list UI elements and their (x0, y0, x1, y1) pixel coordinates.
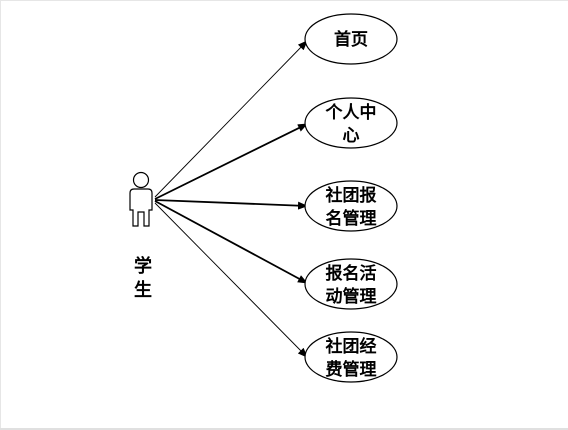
use-case-personal-center[interactable]: 个人中 心 (304, 97, 398, 149)
use-case-club-funds-ellipse (304, 331, 398, 383)
association-arrow-club-funds (154, 202, 308, 358)
use-case-homepage-label: 首页 (334, 29, 368, 50)
association-arrow-activity-registration (154, 200, 308, 284)
use-case-club-funds-label-line1: 社团经 (325, 336, 377, 357)
use-case-activity-registration[interactable]: 报名活 动管理 (304, 258, 398, 310)
association-arrow-personal-center (154, 123, 308, 200)
use-case-club-registration[interactable]: 社团报 名管理 (304, 180, 398, 232)
actor-label-line2: 生 (134, 279, 152, 301)
use-case-personal-center-ellipse (304, 97, 398, 149)
use-case-activity-registration-label-line1: 报名活 (326, 263, 377, 284)
actor-head (132, 171, 150, 189)
use-case-activity-registration-ellipse (304, 258, 398, 310)
use-case-club-funds-label-line2: 费管理 (326, 359, 377, 380)
use-case-personal-center-label-line2: 心 (343, 126, 360, 146)
actor-body (129, 188, 153, 227)
use-case-club-funds[interactable]: 社团经 费管理 (304, 331, 398, 383)
use-case-personal-center-label-line1: 个人中 (325, 102, 377, 123)
use-case-club-registration-label-line2: 名管理 (326, 208, 377, 229)
association-arrow-club-registration (154, 199, 308, 210)
actor-figure (129, 171, 153, 227)
frame-top-border (0, 0, 568, 1)
use-case-homepage[interactable]: 首页 (304, 13, 398, 65)
use-case-activity-registration-label-line2: 动管理 (326, 286, 377, 307)
association-arrow-homepage (154, 40, 308, 198)
use-case-club-registration-ellipse (304, 180, 398, 232)
actor-label-line1: 学 (134, 255, 152, 277)
frame-left-border (0, 0, 1, 430)
use-case-homepage-ellipse (304, 13, 398, 65)
frame-bottom-border (0, 428, 568, 430)
use-case-club-registration-label-line1: 社团报 (325, 185, 377, 206)
